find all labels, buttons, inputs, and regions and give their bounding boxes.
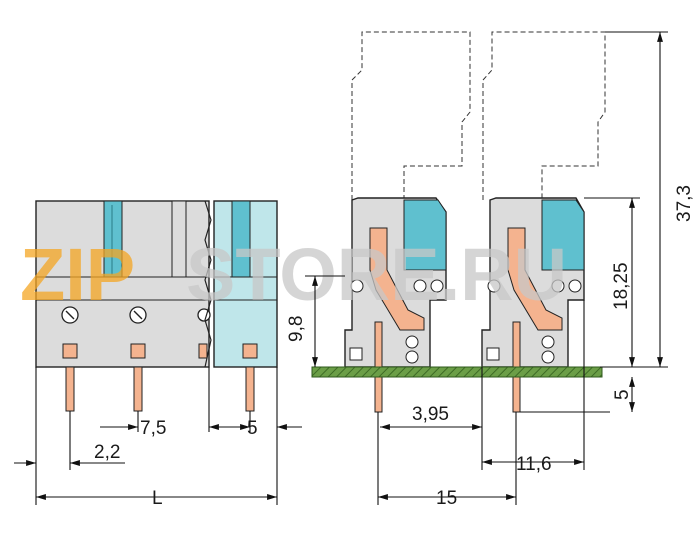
front-view (35, 200, 278, 412)
pin-1 (65, 366, 75, 412)
dim-height-373: 37,3 (674, 185, 695, 222)
side-view-2 (481, 31, 606, 413)
open-outline-2 (482, 31, 606, 200)
pin-pad-3 (198, 343, 208, 359)
dim-height-98: 9,8 (286, 316, 307, 342)
side-view-1 (344, 31, 471, 413)
open-outline-1 (351, 31, 471, 200)
release-slot-2 (171, 200, 187, 278)
watermark-brand: ZIP (20, 233, 135, 316)
dim-pitch-end: 5 (247, 418, 258, 439)
dim-offset-first: 2,2 (94, 442, 120, 463)
watermark-site: STORE.RU (186, 233, 567, 316)
dim-height-1825: 18,25 (611, 262, 632, 310)
end-pin (245, 366, 255, 412)
watermark: ZIP STORE.RU (20, 233, 567, 316)
release-lever-2 (541, 199, 585, 271)
dim-depth-116: 11,6 (516, 454, 552, 475)
dimension-labels: 7,5 5 2,2 L 3,95 15 11,6 9,8 18,25 37,3 … (94, 185, 695, 509)
dim-overall-length: L (152, 488, 163, 509)
dim-pin-offset: 3,95 (412, 404, 449, 425)
pin-pad-2 (130, 343, 146, 359)
dimension-lines (14, 31, 668, 505)
clamp-spring-2 (507, 227, 563, 331)
dim-pitch-front: 7,5 (140, 418, 166, 439)
release-lever-1 (403, 199, 447, 271)
pcb-board (311, 366, 603, 378)
pin-pad-1 (62, 343, 78, 359)
end-pin-pad (242, 343, 258, 359)
break-line (204, 200, 212, 368)
dim-depth-15: 15 (436, 488, 457, 509)
pin-2 (133, 366, 143, 412)
dim-pin-length: 5 (612, 389, 633, 400)
clamp-spring-1 (369, 227, 425, 331)
